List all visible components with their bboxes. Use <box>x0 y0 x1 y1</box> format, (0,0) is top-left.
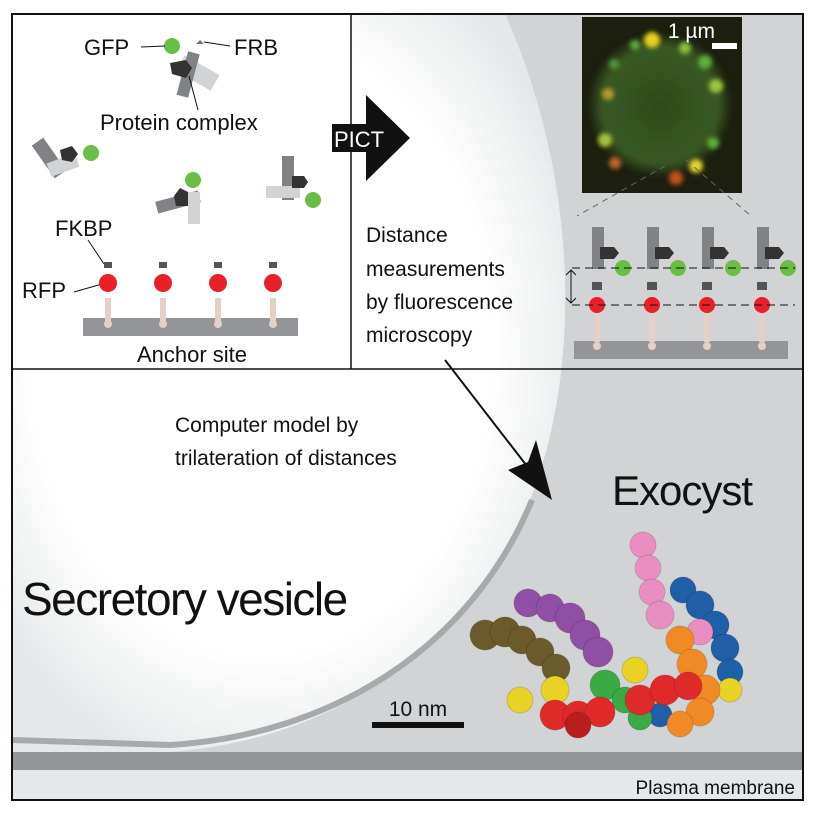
exocyst-model <box>469 531 744 739</box>
plasma-membrane-label: Plasma membrane <box>636 778 795 799</box>
distance-caption-line-4: microscopy <box>366 324 473 347</box>
scale-bar-1um-label: 1 µm <box>668 20 715 43</box>
rfp-icon <box>99 274 117 292</box>
distance-caption-line-3: by fluorescence <box>366 291 513 314</box>
anchor-site-bar <box>83 318 298 336</box>
secretory-vesicle-label: Secretory vesicle <box>22 573 347 625</box>
distance-caption-line-1: Distance <box>366 224 448 247</box>
panel-b: 1 µm Distance measurements by fluorescen… <box>366 17 796 359</box>
protein-complex-top <box>164 38 220 98</box>
pict-label: PICT <box>334 127 384 152</box>
gfp-icon <box>164 38 180 54</box>
model-caption-line-1: Computer model by <box>175 414 359 437</box>
anchor-site-label: Anchor site <box>137 342 247 367</box>
extracellular-space <box>12 770 803 800</box>
anchor-proteins <box>99 262 282 328</box>
fkbp-label: FKBP <box>55 216 112 241</box>
protein-complex-free <box>31 137 321 224</box>
distance-caption-line-2: measurements <box>366 258 505 281</box>
pict-arrow: PICT <box>332 95 410 181</box>
scale-bar-10nm-label: 10 nm <box>389 698 447 721</box>
vesicle-membrane-edge <box>11 498 535 749</box>
exocyst-label: Exocyst <box>612 467 753 514</box>
model-caption-line-2: trilateration of distances <box>175 447 397 470</box>
model-arrow <box>444 359 531 471</box>
frb-icon <box>196 40 204 44</box>
panel-c: Computer model by trilateration of dista… <box>22 359 754 739</box>
protein-complex-label: Protein complex <box>100 110 258 135</box>
frb-label: FRB <box>234 35 278 60</box>
scale-bar-10nm <box>372 722 464 728</box>
figure-frame <box>11 13 804 801</box>
fluorescent-spots <box>598 32 723 185</box>
rfp-label: RFP <box>22 278 66 303</box>
distance-arrow-icon <box>565 269 577 304</box>
gfp-label: GFP <box>84 35 129 60</box>
panel-a: GFP FRB Protein complex FKBP RFP <box>22 35 321 367</box>
plasma-membrane <box>12 752 803 770</box>
scale-bar-1um <box>712 43 737 49</box>
